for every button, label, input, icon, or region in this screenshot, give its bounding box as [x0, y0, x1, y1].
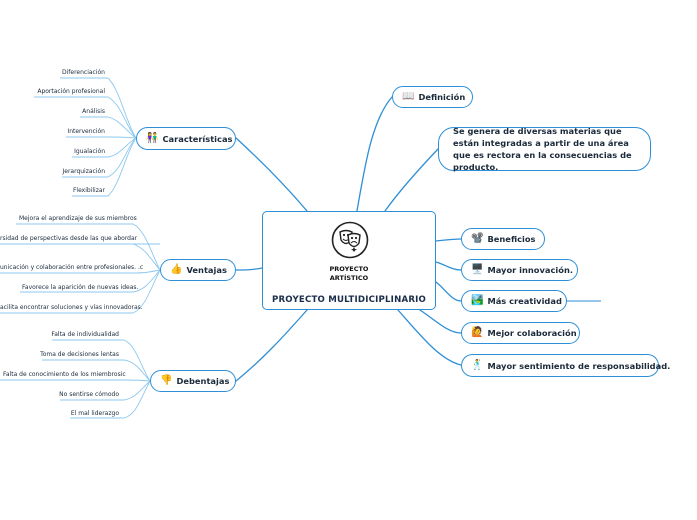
node-label: Debentajas [176, 376, 230, 386]
leaf-caracteristicas[interactable]: Igualación [74, 148, 105, 155]
leaf-caracteristicas[interactable]: Análisis [82, 108, 105, 115]
leaf-ventajas[interactable]: acilita encontrar soluciones y vías inno… [0, 304, 143, 311]
link-definicion [356, 96, 393, 212]
people-icon: 👫 [146, 132, 159, 144]
node-definicion[interactable]: 📖 Definición [392, 86, 473, 108]
node-debentajas[interactable]: 👎 Debentajas [150, 370, 236, 392]
leaf-caracteristicas[interactable]: Aportación profesional [37, 88, 105, 95]
film-projector-icon: 📽️ [471, 233, 484, 244]
link-caracteristicas [235, 137, 308, 212]
node-label: Beneficios [487, 234, 536, 244]
link-innovacion [435, 261, 462, 271]
node-colaboracion[interactable]: 🙋 Mejor colaboración [461, 322, 580, 344]
central-title: PROYECTO MULTIDICIPLINARIO [271, 295, 427, 305]
landscape-icon: 🏞️ [471, 295, 484, 306]
leaf-debentajas[interactable]: El mal liderazgo [70, 410, 119, 417]
leaf-ventajas[interactable]: Mejora el aprendizaje de sus miembros [19, 215, 137, 222]
leaf-caracteristicas[interactable]: Diferenciación [61, 69, 105, 76]
link-colaboracion [419, 309, 462, 334]
leaf-ventajas[interactable]: Favorece la aparición de nuevas ideas. [22, 284, 139, 291]
link-debentajas [235, 309, 308, 382]
link-responsabilidad [397, 309, 462, 366]
central-node[interactable]: PROYECTO ARTÍSTICO PROYECTO MULTIDICIPLI… [262, 211, 436, 310]
link-creatividad [435, 281, 462, 302]
node-label: Características [162, 133, 233, 144]
link-ventajas [235, 267, 263, 271]
theater-masks-icon [331, 221, 369, 259]
node-beneficios[interactable]: 📽️ Beneficios [461, 228, 545, 250]
leaf-debentajas[interactable]: Falta de individualidad [51, 331, 119, 338]
leaf-caracteristicas[interactable]: Jerarquización [62, 168, 105, 175]
node-label: Definición [418, 92, 466, 102]
leaf-ventajas[interactable]: rsidad de perspectivas desde las que abo… [0, 235, 138, 242]
logo-text: PROYECTO ARTÍSTICO [329, 265, 369, 282]
thumbs-up-icon: 👍 [170, 264, 183, 275]
node-label: Mayor sentimiento de responsabilidad. [487, 360, 671, 371]
node-label: Mayor innovación. [487, 265, 574, 275]
raising-hand-icon: 🙋 [471, 327, 484, 338]
leaf-debentajas[interactable]: Falta de conocimiento de los miembrosic [3, 371, 126, 378]
node-label: Mejor colaboración [487, 328, 577, 338]
dancer-icon: 🕺 [471, 359, 484, 371]
node-responsabilidad[interactable]: 🕺 Mayor sentimiento de responsabilidad. [461, 354, 670, 377]
computer-icon: 🖥️ [471, 264, 484, 275]
leaf-caracteristicas[interactable]: Intervención [67, 128, 105, 135]
thumbs-down-icon: 👎 [160, 375, 173, 386]
leaf-debentajas[interactable]: Toma de decisiones lentas [40, 351, 119, 358]
leaf-ventajas[interactable]: unicación y colaboración entre profesion… [0, 264, 144, 271]
book-icon: 📖 [402, 91, 415, 102]
definition-text: Se genera de diversas materias que están… [453, 126, 632, 172]
leaf-debentajas[interactable]: No sentirse cómodo [59, 391, 119, 398]
link-beneficios [435, 238, 462, 242]
node-ventajas[interactable]: 👍 Ventajas [160, 259, 236, 281]
node-label: Ventajas [186, 265, 227, 275]
node-label: Más creatividad [487, 296, 562, 306]
link-definicion-text [384, 148, 439, 212]
node-creatividad[interactable]: 🏞️ Más creatividad [461, 290, 567, 312]
node-definicion-text[interactable]: Se genera de diversas materias que están… [438, 126, 651, 172]
node-caracteristicas[interactable]: 👫 Características [136, 127, 236, 150]
leaf-caracteristicas[interactable]: Flexibilizar [72, 187, 105, 194]
node-innovacion[interactable]: 🖥️ Mayor innovación. [461, 259, 578, 281]
